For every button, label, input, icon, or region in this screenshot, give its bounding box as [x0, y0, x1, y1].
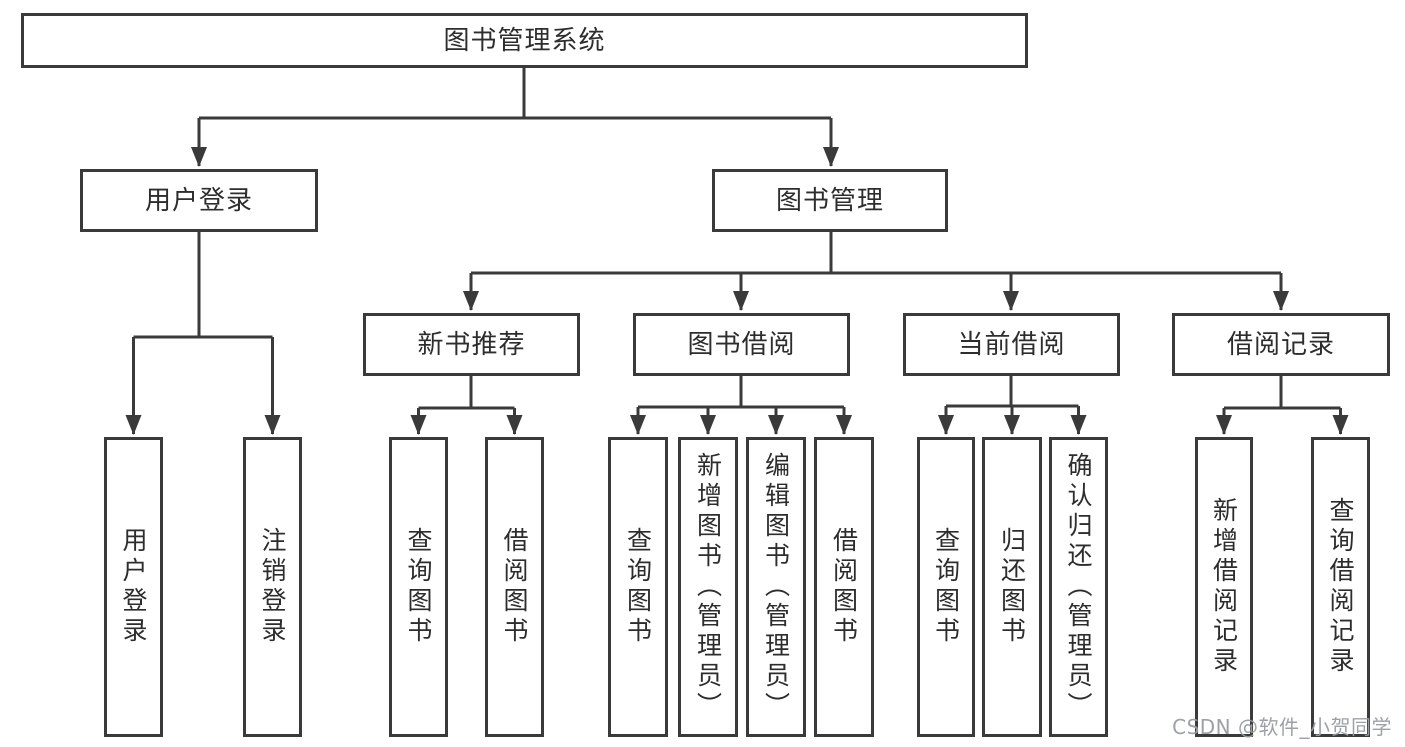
connector-newbookrec-to-leaves — [410, 376, 523, 435]
node-current-borrowing: 当前借阅 — [903, 313, 1120, 376]
leaf-bb-borrow-books: 借阅图书 — [814, 437, 874, 737]
node-library-system: 图书管理系统 — [21, 13, 1028, 68]
connector-userlogin-to-leaves — [125, 232, 281, 435]
node-book-management: 图书管理 — [712, 169, 948, 232]
node-book-borrowing-label: 图书借阅 — [687, 329, 796, 360]
leaf-cb-return-books-label: 归还图书 — [997, 527, 1027, 647]
connector-bookborrow-to-leaves — [630, 376, 852, 435]
node-new-book-recommendation-label: 新书推荐 — [417, 329, 526, 360]
leaf-nbr-borrow-books: 借阅图书 — [485, 437, 544, 737]
leaf-bb-edit-books-admin: 编辑图书（管理员） — [746, 437, 806, 737]
leaf-bb-borrow-books-label: 借阅图书 — [829, 527, 859, 647]
leaf-user-login: 用户登录 — [104, 437, 163, 737]
connector-currentborrow-to-leaves — [938, 376, 1087, 435]
leaf-bb-edit-books-admin-label: 编辑图书（管理员） — [761, 452, 791, 722]
leaf-nbr-borrow-books-label: 借阅图书 — [500, 527, 529, 647]
leaf-bb-query-books-label: 查询图书 — [623, 527, 653, 647]
node-borrowing-records-label: 借阅记录 — [1226, 329, 1335, 360]
watermark: CSDN @软件_小贺同学 — [1172, 715, 1392, 739]
leaf-bb-query-books: 查询图书 — [608, 437, 668, 737]
node-user-login: 用户登录 — [80, 169, 318, 232]
leaf-bb-add-books-admin-label: 新增图书（管理员） — [693, 452, 723, 722]
node-user-login-label: 用户登录 — [144, 185, 253, 216]
leaf-br-add-record-label: 新增借阅记录 — [1209, 497, 1239, 677]
leaf-logout: 注销登录 — [243, 437, 302, 737]
leaf-cb-query-books-label: 查询图书 — [931, 527, 961, 647]
leaf-cb-confirm-return-admin: 确认归还（管理员） — [1049, 437, 1108, 737]
leaf-br-query-record: 查询借阅记录 — [1311, 437, 1370, 737]
node-current-borrowing-label: 当前借阅 — [957, 329, 1066, 360]
leaf-bb-add-books-admin: 新增图书（管理员） — [678, 437, 738, 737]
connector-bookmgmt-to-level3 — [463, 232, 1289, 311]
leaf-br-query-record-label: 查询借阅记录 — [1326, 497, 1355, 677]
connector-root-to-level2 — [191, 68, 839, 167]
leaf-logout-label: 注销登录 — [258, 527, 287, 647]
node-book-borrowing: 图书借阅 — [633, 313, 850, 376]
leaf-cb-confirm-return-admin-label: 确认归还（管理员） — [1064, 452, 1093, 722]
connector-borrowrecords-to-leaves — [1216, 376, 1349, 435]
leaf-br-add-record: 新增借阅记录 — [1195, 437, 1253, 737]
node-new-book-recommendation: 新书推荐 — [363, 313, 580, 376]
leaf-cb-query-books: 查询图书 — [917, 437, 975, 737]
leaf-nbr-query-books-label: 查询图书 — [404, 527, 433, 647]
node-borrowing-records: 借阅记录 — [1172, 313, 1390, 376]
node-library-system-label: 图书管理系统 — [443, 25, 606, 56]
leaf-nbr-query-books: 查询图书 — [389, 437, 448, 737]
node-book-management-label: 图书管理 — [775, 185, 884, 216]
leaf-cb-return-books: 归还图书 — [982, 437, 1042, 737]
leaf-user-login-label: 用户登录 — [119, 527, 148, 647]
